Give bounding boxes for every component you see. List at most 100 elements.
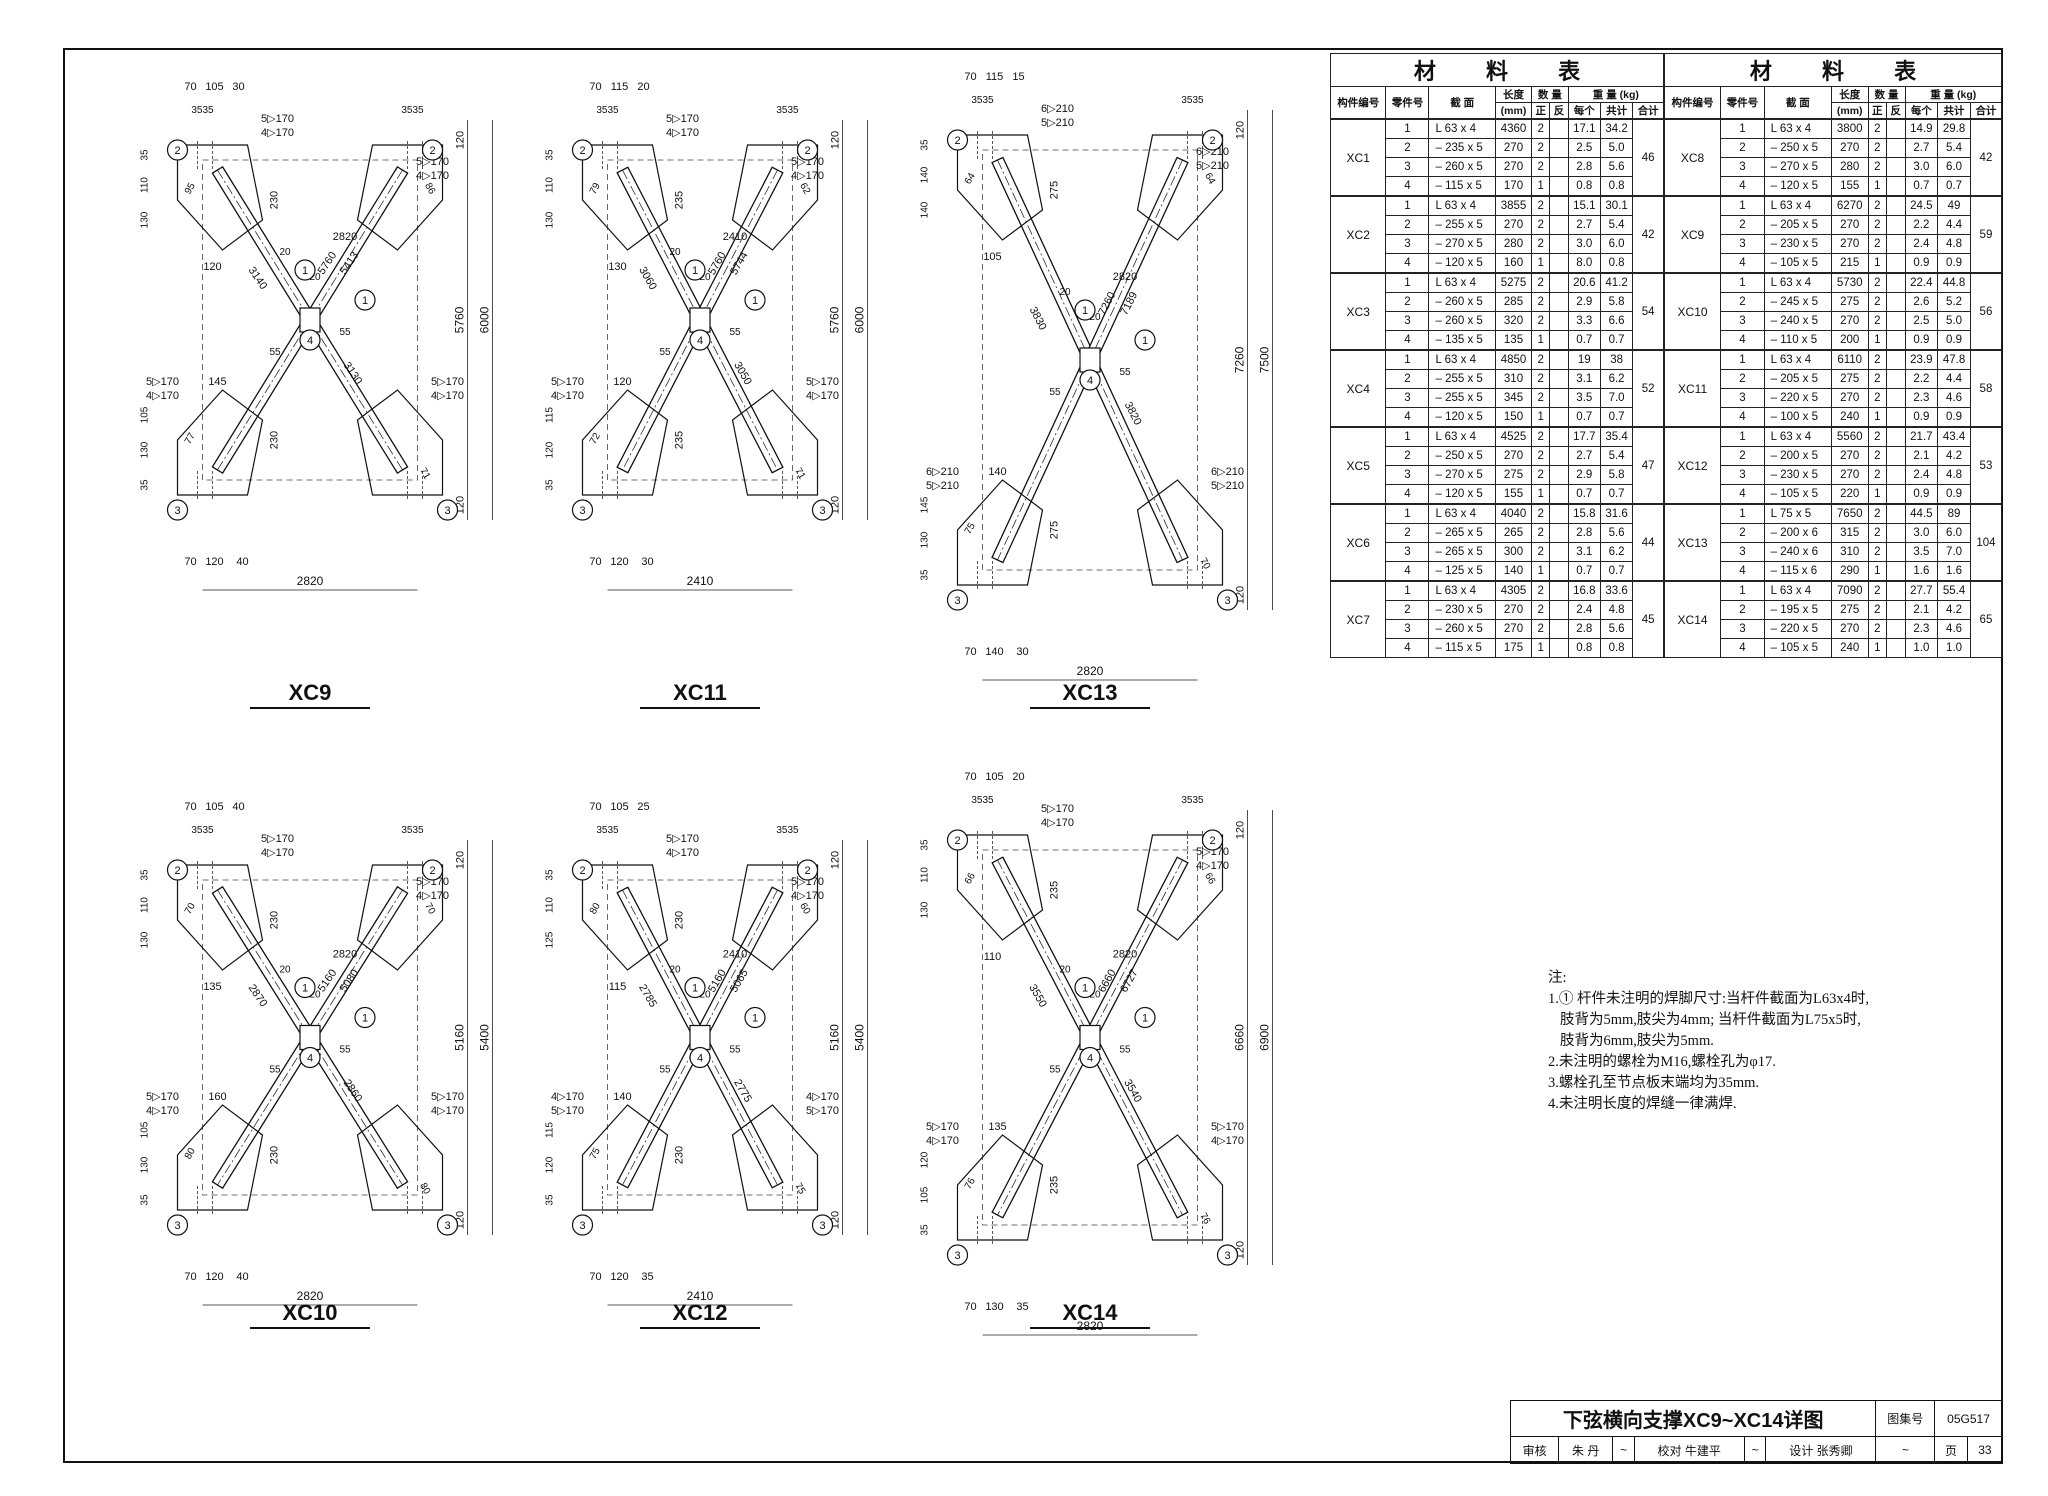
notes: 注: 1.① 杆件未注明的焊脚尺寸:当杆件截面为L63x4时, 肢背为5mm,肢… — [1548, 968, 1869, 1115]
table-cell: 0.7 — [1567, 330, 1601, 351]
part-mark-number: 2 — [429, 865, 435, 877]
bottom-dim: 40 — [236, 1271, 248, 1283]
table-title: 材 料 表 — [1330, 53, 1664, 87]
table-cell: 2.7 — [1567, 446, 1601, 466]
side-dim: 35 — [920, 569, 931, 581]
table-cell: 155 — [1830, 176, 1869, 197]
part-mark-number: 3 — [1224, 1250, 1230, 1262]
part-mark: 3 — [436, 1214, 459, 1236]
table-cell: 1 — [1720, 272, 1765, 293]
table-cell: 4 — [1720, 638, 1765, 658]
plate-dim: 130 — [608, 261, 626, 273]
table-cell: 270 — [1830, 234, 1869, 254]
part-mark-number: 1 — [302, 265, 308, 277]
table-cell: 1 — [1867, 638, 1888, 658]
edge-dim: 3535 — [971, 95, 994, 106]
side-dim: 120 — [920, 1151, 931, 1168]
table-cell: – 220 x 5 — [1763, 388, 1832, 408]
width-dim: 2820 — [297, 1289, 324, 1303]
part-mark-number: 4 — [1087, 375, 1093, 387]
top-dim: 105 — [205, 801, 223, 813]
envelope-outline — [607, 159, 793, 481]
table-cell: 1 — [1720, 580, 1765, 601]
col-each: 每个 — [1904, 102, 1939, 120]
table-cell: 31.6 — [1599, 503, 1634, 524]
table-cell: 270 — [1494, 157, 1533, 177]
note-line: 4.未注明长度的焊缝一律满焊. — [1548, 1096, 1737, 1112]
table-cell — [1886, 503, 1906, 524]
table-cell: 3 — [1385, 542, 1430, 562]
table-cell: L 63 x 4 — [1763, 580, 1832, 601]
plate-dim: 160 — [208, 1091, 226, 1103]
designer-signature: ~ — [1875, 1436, 1936, 1464]
table-cell: 2 — [1531, 138, 1551, 158]
table-cell: 27.7 — [1904, 580, 1939, 601]
sum-cell: 42 — [1632, 195, 1664, 274]
weld-length: 20 — [309, 990, 321, 1001]
plate-dim: 79 — [588, 181, 603, 197]
check-label: 校对 牛建平 — [1633, 1436, 1745, 1464]
weld-symbol: 4▷170 — [261, 847, 294, 859]
height-outer-dim: 6900 — [1258, 1024, 1272, 1051]
weld-length: 20 — [309, 272, 321, 283]
diagonal-dim: 2410 — [723, 949, 747, 961]
member-id-cell: XC6 — [1329, 503, 1387, 582]
table-cell: 6.2 — [1599, 542, 1634, 562]
bottom-dim: 120 — [205, 1271, 223, 1283]
table-cell: 1 — [1385, 272, 1430, 293]
col-sum: 合计 — [1969, 102, 2003, 120]
table-cell — [1549, 484, 1569, 505]
gusset-plate — [356, 144, 444, 251]
table-cell: 2 — [1531, 542, 1551, 562]
weld-symbol: 5▷170 — [431, 376, 464, 388]
table-cell: 1 — [1385, 349, 1430, 370]
weld-length: 20 — [699, 990, 711, 1001]
weld-symbol: 5▷170 — [666, 833, 699, 845]
notes-heading: 注: — [1548, 970, 1567, 986]
weld-symbol: 4▷170 — [1196, 860, 1229, 872]
bottom-dim: 120 — [205, 556, 223, 568]
bottom-dim: 70 — [964, 646, 976, 658]
edge-dim: 3535 — [401, 825, 424, 836]
gusset-plate — [581, 864, 669, 971]
table-cell: 2 — [1385, 523, 1430, 543]
table-cell: 2 — [1531, 523, 1551, 543]
table-cell: 0.9 — [1937, 253, 1971, 274]
part-mark: 1 — [354, 1006, 376, 1029]
plate-dim: 76 — [1197, 1211, 1212, 1227]
plate-dim: 75 — [963, 521, 978, 537]
table-cell: – 270 x 5 — [1428, 465, 1496, 485]
drawing-name: XC11 — [673, 680, 727, 705]
member-id-cell: XC3 — [1329, 272, 1387, 351]
table-cell: 2.3 — [1904, 619, 1939, 639]
table-cell: 33.6 — [1599, 580, 1634, 601]
part-mark-number: 2 — [429, 145, 435, 157]
gusset-plate — [581, 144, 669, 251]
gusset-plate — [1136, 1134, 1224, 1241]
table-cell: 215 — [1830, 253, 1869, 274]
table-cell: 17.1 — [1567, 118, 1601, 139]
part-mark-number: 3 — [579, 505, 585, 517]
table-cell: 275 — [1830, 292, 1869, 312]
table-cell: 21.7 — [1904, 426, 1939, 447]
table-cell — [1886, 426, 1906, 447]
table-cell: 2 — [1720, 600, 1765, 620]
table-cell: 4.8 — [1937, 465, 1971, 485]
center-plate — [1079, 1024, 1101, 1051]
plate-dim: 235 — [674, 191, 686, 209]
table-cell: 270 — [1494, 600, 1533, 620]
table-cell: 270 — [1830, 215, 1869, 235]
table-cell: 2 — [1867, 349, 1888, 370]
part-mark-number: 1 — [752, 295, 758, 307]
table-cell: 4 — [1720, 561, 1765, 582]
table-cell: 4.6 — [1937, 388, 1971, 408]
table-cell: 270 — [1830, 311, 1869, 331]
table-cell: 2 — [1385, 292, 1430, 312]
